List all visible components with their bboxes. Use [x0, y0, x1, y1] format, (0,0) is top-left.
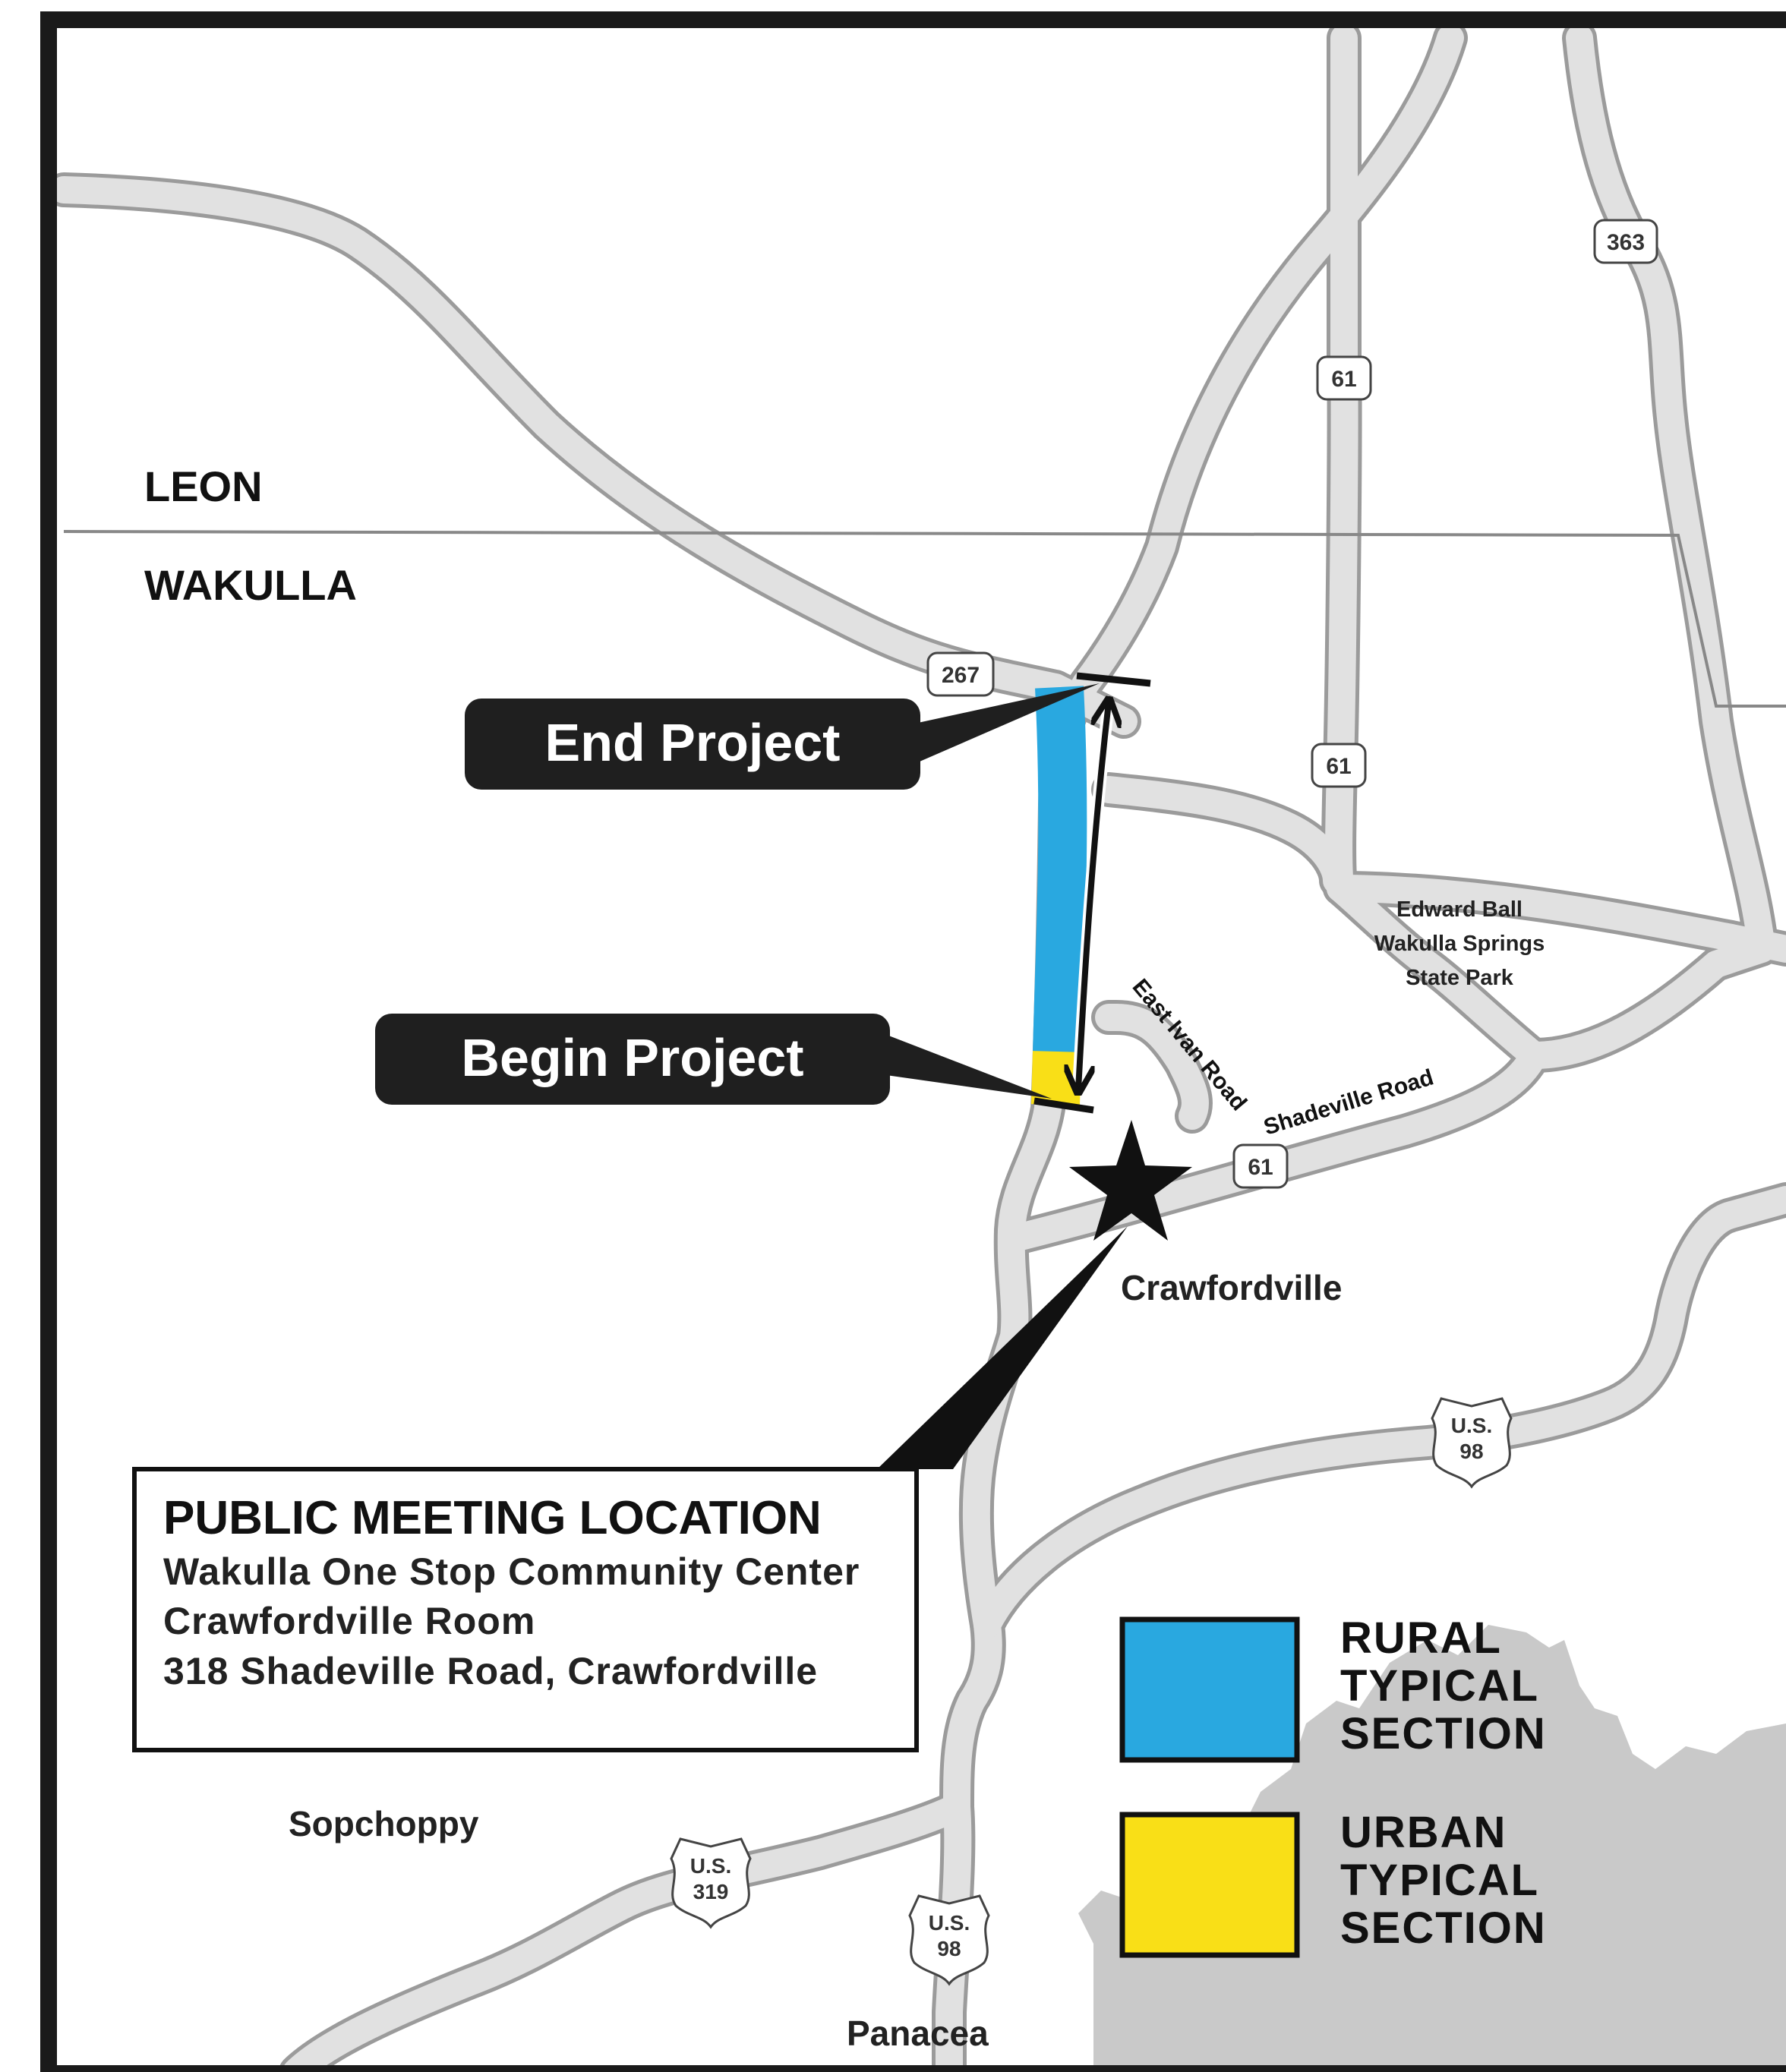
begin-project-callout: Begin Project: [375, 1014, 1052, 1105]
gulf-water: [1078, 1625, 1786, 2072]
urban-section-segment: [1031, 1051, 1081, 1105]
meeting-venue: Wakulla One Stop Community Center: [163, 1550, 860, 1593]
svg-text:319: 319: [693, 1880, 729, 1903]
park-label-line-2: Wakulla Springs: [1374, 932, 1545, 956]
svg-text:363: 363: [1607, 230, 1645, 255]
place-label-panacea: Panacea: [847, 2014, 989, 2053]
svg-text:98: 98: [937, 1937, 961, 1960]
rural-section-segment: [1033, 686, 1087, 1056]
place-label-sopchoppy: Sopchoppy: [289, 1804, 479, 1843]
svg-text:U.S.: U.S.: [929, 1911, 970, 1935]
county-line: [63, 530, 1786, 708]
us-route-shield-98-east: U.S. 98: [1431, 1397, 1513, 1489]
svg-text:61: 61: [1248, 1155, 1273, 1180]
route-shield-61-mid: 61: [1311, 743, 1367, 788]
park-label-line-3: State Park: [1406, 966, 1514, 990]
end-project-callout: End Project: [465, 683, 1100, 790]
project-end-tick: [1076, 672, 1151, 687]
meeting-title: PUBLIC MEETING LOCATION: [163, 1492, 822, 1544]
us-route-shield-98-south: U.S. 98: [908, 1894, 990, 1986]
county-label-north: LEON: [144, 462, 263, 510]
project-segment: [1031, 672, 1151, 1114]
project-begin-tick: [1033, 1097, 1094, 1114]
legend-swatch-rural: [1119, 1616, 1300, 1763]
route-shield-267: 267: [926, 651, 995, 697]
svg-text:98: 98: [1459, 1440, 1483, 1463]
svg-text:61: 61: [1331, 367, 1356, 392]
map-frame: [40, 11, 1786, 2072]
place-label-crawfordville: Crawfordville: [1121, 1268, 1342, 1307]
legend-rural-line-1: RURAL: [1340, 1613, 1502, 1663]
begin-project-label: Begin Project: [461, 1028, 803, 1087]
svg-text:U.S.: U.S.: [1451, 1414, 1492, 1437]
legend-urban-line-3: SECTION: [1340, 1903, 1547, 1953]
county-label-south: WAKULLA: [144, 561, 357, 609]
legend-urban-line-2: TYPICAL: [1340, 1856, 1539, 1905]
legend-rural-line-3: SECTION: [1340, 1709, 1547, 1758]
meeting-pointer: [877, 1226, 1128, 1469]
park-label-line-1: Edward Ball: [1396, 897, 1523, 922]
route-shield-61-north: 61: [1316, 355, 1372, 401]
svg-text:267: 267: [942, 663, 980, 688]
meeting-room: Crawfordville Room: [163, 1600, 535, 1642]
legend-urban-line-1: URBAN: [1340, 1808, 1507, 1857]
legend-rural-line-2: TYPICAL: [1340, 1661, 1539, 1711]
route-shield-61-shadeville: 61: [1232, 1143, 1289, 1189]
legend-item-urban: URBAN TYPICAL SECTION: [1119, 1808, 1547, 1958]
us-route-shield-319: U.S. 319: [670, 1837, 752, 1929]
legend-item-rural: RURAL TYPICAL SECTION: [1119, 1613, 1547, 1763]
svg-text:U.S.: U.S.: [690, 1854, 731, 1878]
svg-text:61: 61: [1326, 754, 1351, 779]
star-icon: [1069, 1120, 1192, 1241]
legend: RURAL TYPICAL SECTION URBAN TYPICAL SECT…: [1119, 1613, 1547, 1958]
end-project-label: End Project: [545, 713, 841, 772]
meeting-location-box: PUBLIC MEETING LOCATION Wakulla One Stop…: [132, 1467, 919, 1752]
legend-swatch-urban: [1119, 1812, 1300, 1958]
route-shield-363: 363: [1593, 219, 1658, 264]
meeting-address: 318 Shadeville Road, Crawfordville: [163, 1650, 818, 1692]
